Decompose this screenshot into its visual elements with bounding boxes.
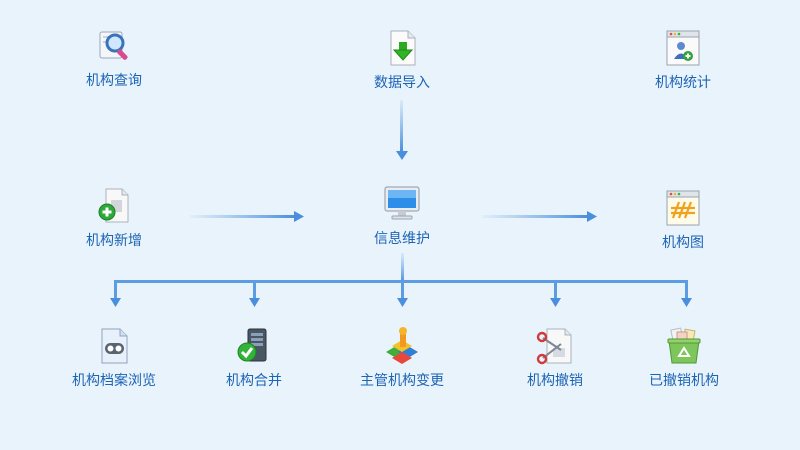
node-org-merge[interactable]: 机构合并: [194, 326, 314, 390]
node-data-import[interactable]: 数据导入: [342, 28, 462, 92]
node-label: 机构档案浏览: [72, 373, 156, 389]
node-label: 机构新增: [86, 233, 142, 249]
org-chart-icon: [663, 188, 703, 228]
node-info-maintain[interactable]: 信息维护: [342, 184, 462, 248]
archive-document-icon: [94, 326, 134, 366]
node-org-revoke[interactable]: 机构撤销: [495, 326, 615, 390]
arrow-maintain-to-chart: [482, 211, 597, 222]
node-manager-change[interactable]: 主管机构变更: [342, 326, 462, 390]
node-label: 机构查询: [86, 73, 142, 89]
scissors-icon: [535, 326, 575, 366]
add-document-icon: [94, 186, 134, 226]
node-label: 信息维护: [374, 231, 430, 247]
bus-connector: [110, 253, 692, 307]
node-label: 主管机构变更: [360, 373, 444, 389]
download-arrow-icon: [382, 28, 422, 68]
node-org-chart[interactable]: 机构图: [623, 188, 743, 252]
node-org-query[interactable]: 机构查询: [54, 26, 174, 90]
search-magnifier-icon: [94, 26, 134, 66]
node-archive-browse[interactable]: 机构档案浏览: [54, 326, 174, 390]
arrow-import-to-maintain: [396, 100, 408, 160]
recycle-bin-icon: [664, 326, 704, 366]
stats-window-icon: [663, 28, 703, 68]
node-label: 机构合并: [226, 373, 282, 389]
arrow-add-to-maintain: [190, 211, 304, 222]
node-label: 机构图: [662, 235, 704, 251]
node-label: 已撤销机构: [649, 373, 719, 389]
manager-change-icon: [382, 326, 422, 366]
node-org-add[interactable]: 机构新增: [54, 186, 174, 250]
merge-check-icon: [234, 326, 274, 366]
node-label: 机构统计: [655, 75, 711, 91]
node-label: 机构撤销: [527, 373, 583, 389]
node-label: 数据导入: [374, 75, 430, 91]
monitor-icon: [382, 184, 422, 224]
node-org-stats[interactable]: 机构统计: [623, 28, 743, 92]
node-revoked-orgs[interactable]: 已撤销机构: [624, 326, 744, 390]
